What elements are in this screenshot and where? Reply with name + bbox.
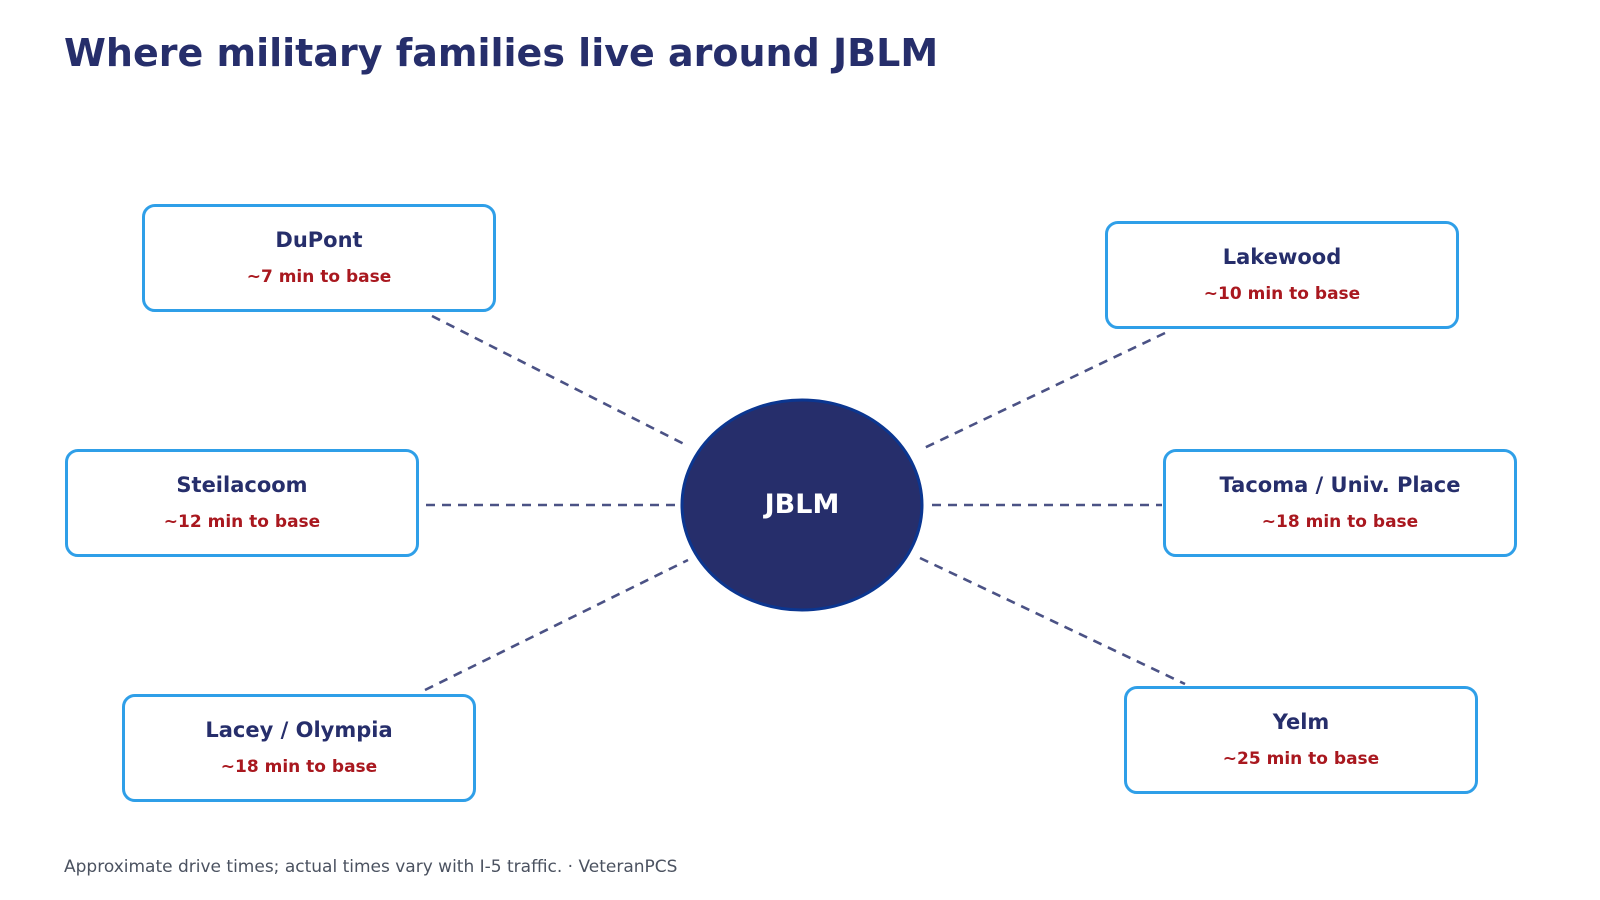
drive-time: ~25 min to base xyxy=(1222,749,1380,770)
location-name: DuPont xyxy=(275,228,363,253)
drive-time: ~18 min to base xyxy=(220,757,378,778)
connector-lacey xyxy=(424,558,689,692)
location-name: Steilacoom xyxy=(176,473,308,498)
drive-time: ~18 min to base xyxy=(1261,512,1419,533)
drive-time: ~7 min to base xyxy=(246,267,392,288)
hub-circle xyxy=(680,398,924,612)
location-name: Lakewood xyxy=(1222,245,1342,270)
location-lakewood: Lakewood ~10 min to base xyxy=(1105,221,1459,329)
location-tacoma-univ-place: Tacoma / Univ. Place ~18 min to base xyxy=(1163,449,1517,557)
drive-time: ~10 min to base xyxy=(1203,284,1361,305)
location-name: Yelm xyxy=(1272,710,1330,735)
location-dupont: DuPont ~7 min to base xyxy=(142,204,496,312)
connector-dupont xyxy=(431,314,689,448)
drive-time: ~12 min to base xyxy=(163,512,321,533)
location-name: Tacoma / Univ. Place xyxy=(1219,473,1461,498)
footnote: Approximate drive times; actual times va… xyxy=(64,857,678,877)
hub-label: JBLM xyxy=(764,488,840,520)
location-lacey-olympia: Lacey / Olympia ~18 min to base xyxy=(122,694,476,802)
location-name: Lacey / Olympia xyxy=(205,718,393,743)
location-steilacoom: Steilacoom ~12 min to base xyxy=(65,449,419,557)
location-yelm: Yelm ~25 min to base xyxy=(1124,686,1478,794)
connector-lakewood xyxy=(919,331,1166,452)
page-title: Where military families live around JBLM xyxy=(64,31,939,75)
connector-yelm xyxy=(919,556,1186,686)
